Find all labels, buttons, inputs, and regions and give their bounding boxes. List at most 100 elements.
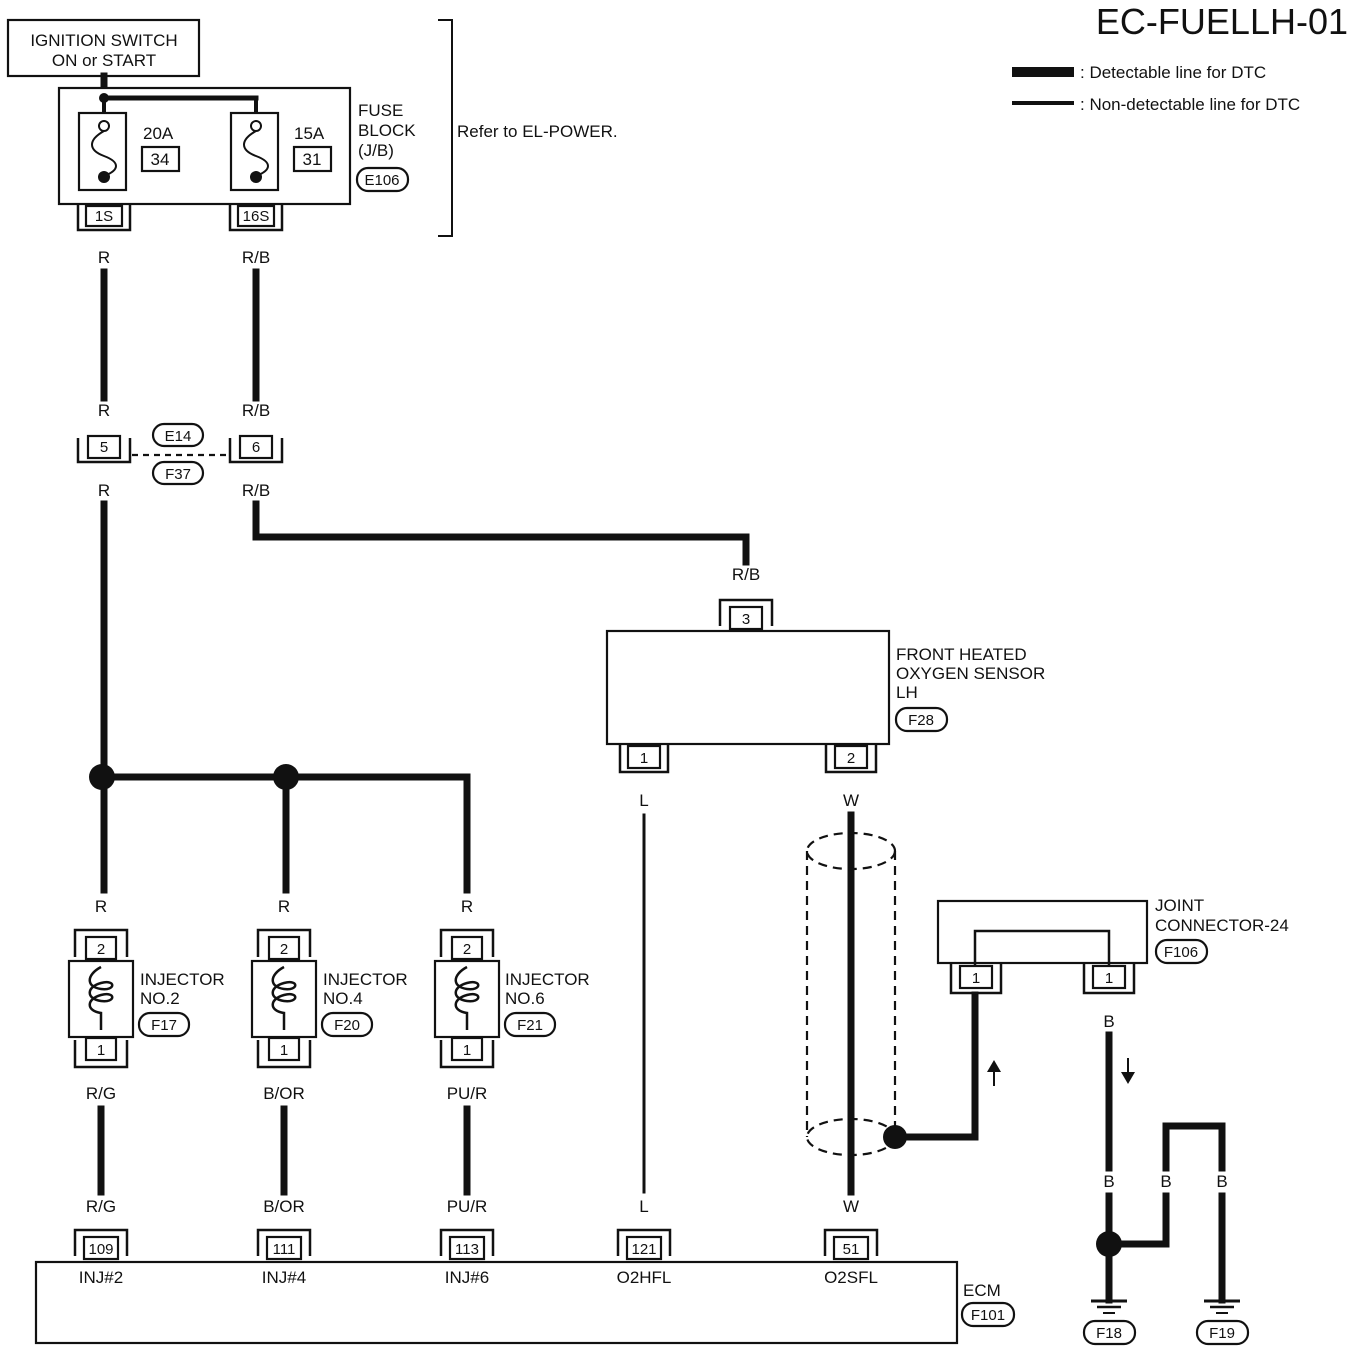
injector6-top-pin-label: 2 [463,941,471,958]
wire-label-r-1: R [98,248,110,267]
fuse-34-amps: 20A [143,124,174,143]
ecm-name: ECM [963,1281,1001,1300]
injector2-top-pin-box [84,935,118,961]
injector6-connector-id: F21 [517,1017,543,1034]
legend-detectable-text: : Detectable line for DTC [1080,63,1266,82]
fuse-block-connector-id: E106 [364,172,399,189]
joint-connector-label-1: JOINT [1155,896,1204,915]
o2-pin-1-box [626,744,662,770]
joint-pin-right-box [1091,964,1127,990]
wire-label-b-1: B [1103,1012,1114,1031]
injector2-top-pin-label: 2 [97,941,105,958]
injector2-bottom-pin-shell [73,1040,129,1069]
ecm-box [34,1260,959,1345]
fuse-34-number-box [140,145,181,173]
injector4-bottom-pin-label: 1 [280,1042,288,1059]
injector6-coil-icon [454,965,480,1030]
legend-detectable-swatch [1012,67,1074,77]
wire-label-pur-2: PU/R [447,1197,488,1216]
terminal-1s-box [84,204,124,228]
injector4-label-2: NO.4 [323,989,363,1008]
wire-label-rg-2: R/G [86,1197,116,1216]
fuse-31-number-box [292,145,333,173]
inline-pin-5-shell [76,438,132,464]
injector4-label-1: INJECTOR [323,970,408,989]
inline-pin-5-box [86,434,122,460]
wire-label-r-inj6: R [461,897,473,916]
injector2-label-1: INJECTOR [140,970,225,989]
inline-pin-6-box [238,434,274,460]
injector2-top-pin-shell [73,928,129,957]
wire-b-ground-link [1105,1192,1170,1248]
joint-connector-id: F106 [1164,944,1198,961]
injector4-bottom-pin-box [267,1036,301,1062]
fuse-block-bracket [438,19,453,237]
ecm-signal-inj4: INJ#4 [262,1268,306,1287]
terminal-16s-box [236,204,276,228]
wire-label-pur-1: PU/R [447,1084,488,1103]
wire-label-b-2: B [1103,1172,1114,1191]
ecm-pin-111-shell [256,1228,312,1256]
injector6-top-pin-box [450,935,484,961]
o2-pin-2-box [833,744,869,770]
inline-pin-6-label: 6 [252,439,260,456]
wire-label-bor-2: B/OR [263,1197,305,1216]
ground-f18-oval [1082,1319,1137,1346]
ecm-pin-113-label: 113 [455,1241,479,1258]
o2-pin-3-label: 3 [742,611,750,628]
ecm-pin-111-box [265,1235,303,1261]
ground-arrow-head-icon [1121,1072,1135,1084]
wire-label-rg-1: R/G [86,1084,116,1103]
legend-non-detectable-swatch [1012,101,1074,105]
shield-drain-wire [891,991,979,1141]
joint-pin-left-label: 1 [972,970,980,987]
ground-f19-oval [1195,1319,1250,1346]
diagram-title: EC-FUELLH-01 [1096,1,1348,42]
inline-conn-f37-id: F37 [165,466,191,483]
injector2-connector-oval [137,1011,191,1038]
injector2-bottom-pin-box [84,1036,118,1062]
injector-bus-wire [100,773,471,894]
wire-label-rb-4: R/B [732,565,760,584]
joint-pin-left-box [958,964,994,990]
injector2-label-2: NO.2 [140,989,180,1008]
joint-pin-right-label: 1 [1105,970,1113,987]
injector6-bottom-pin-shell [439,1040,495,1069]
o2-pin-1-label: 1 [640,750,648,767]
ecm-pin-51-shell [823,1228,879,1256]
o2-pin-2-label: 2 [847,750,855,767]
injector2-connector-id: F17 [151,1017,177,1034]
o2-pin-1-shell [618,745,670,774]
ecm-signal-inj6: INJ#6 [445,1268,489,1287]
o2-pin-3-shell [718,598,774,626]
joint-connector-oval [1154,938,1209,965]
wire-label-rb-2: R/B [242,401,270,420]
injector6-top-pin-shell [439,928,495,957]
wire-label-l-1: L [639,791,648,810]
fuse-34-number: 34 [151,150,170,169]
ecm-pin-51-box [832,1235,870,1261]
wire-label-w-1: W [843,791,859,810]
legend-non-detectable-text: : Non-detectable line for DTC [1080,95,1300,114]
fuse-31-top-terminal [250,120,262,132]
fuse-31-element [243,130,269,177]
wire-label-r-3: R [98,481,110,500]
injector4-coil-icon [271,965,297,1030]
fuse-34-bottom-terminal [98,171,110,183]
ground-f19-icon [1204,1299,1240,1314]
wire-label-rb-3: R/B [242,481,270,500]
fuse-31-number: 31 [303,150,322,169]
injector6-label-1: INJECTOR [505,970,590,989]
wire-label-rb-1: R/B [242,248,270,267]
ecm-connector-id: F101 [971,1307,1005,1324]
ecm-pin-51-label: 51 [843,1241,860,1258]
inline-pin-6-shell [228,438,284,464]
fuse-31-amps: 15A [294,124,325,143]
ecm-pin-113-shell [439,1228,495,1256]
o2-pin-3-box [728,605,764,631]
fuse-block-label-1: FUSE [358,101,403,120]
ecm-pin-121-box [625,1235,663,1261]
injector2-bottom-pin-label: 1 [97,1042,105,1059]
fuse-34-element [91,130,117,177]
wire-label-b-4: B [1216,1172,1227,1191]
